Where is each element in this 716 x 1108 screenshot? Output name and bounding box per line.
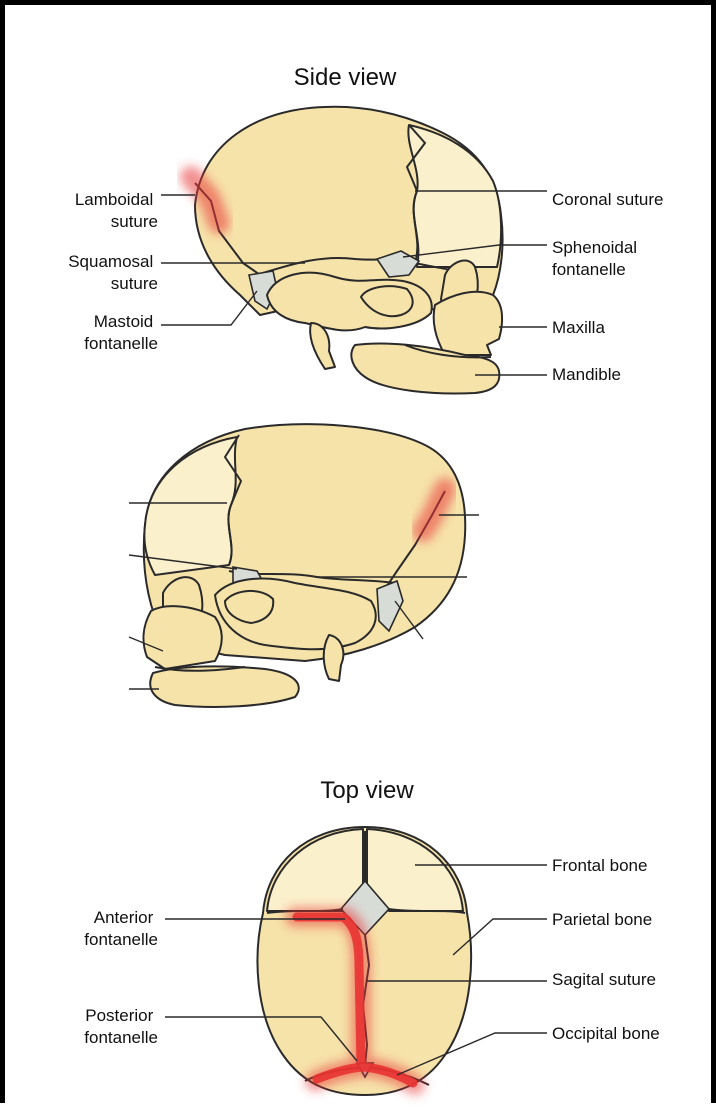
lower-mandible bbox=[150, 666, 299, 707]
top-frontal-bone-left bbox=[267, 829, 363, 911]
label-occipital-bone: Occipital bone bbox=[552, 1024, 660, 1043]
upper-temporal-bone bbox=[267, 273, 432, 331]
label-mastoid-fontanelle: Mastoid fontanelle bbox=[84, 312, 158, 353]
label-parietal-bone: Parietal bone bbox=[552, 910, 652, 929]
side-view-title: Side view bbox=[294, 64, 397, 91]
lower-frontal-bone bbox=[144, 437, 237, 575]
label-coronal-suture: Coronal suture bbox=[552, 190, 664, 209]
label-anterior-fontanelle: Anterior fontanelle bbox=[84, 908, 158, 949]
upper-maxilla bbox=[434, 292, 502, 355]
top-frontal-bone-right bbox=[367, 829, 463, 911]
top-skull bbox=[258, 827, 472, 1095]
label-squamosal-suture: Squamosal suture bbox=[68, 252, 158, 293]
top-view-title: Top view bbox=[320, 777, 414, 804]
label-sagital-suture: Sagital suture bbox=[552, 970, 656, 989]
lower-styloid bbox=[324, 635, 344, 681]
upper-styloid bbox=[310, 323, 335, 369]
label-sphenoidal-fontanelle: Sphenoidal fontanelle bbox=[552, 238, 642, 279]
label-posterior-fontanelle: Posterior fontanelle bbox=[84, 1006, 158, 1047]
side-skull-lower bbox=[144, 424, 466, 707]
lower-maxilla bbox=[144, 606, 222, 669]
label-frontal-bone: Frontal bone bbox=[552, 856, 647, 875]
label-maxilla: Maxilla bbox=[552, 318, 605, 337]
label-lamboidal-suture: Lamboidal suture bbox=[75, 190, 158, 231]
skull-diagram: Side view Lamboidal suture Squamosal bbox=[5, 5, 716, 1108]
label-mandible: Mandible bbox=[552, 365, 621, 384]
